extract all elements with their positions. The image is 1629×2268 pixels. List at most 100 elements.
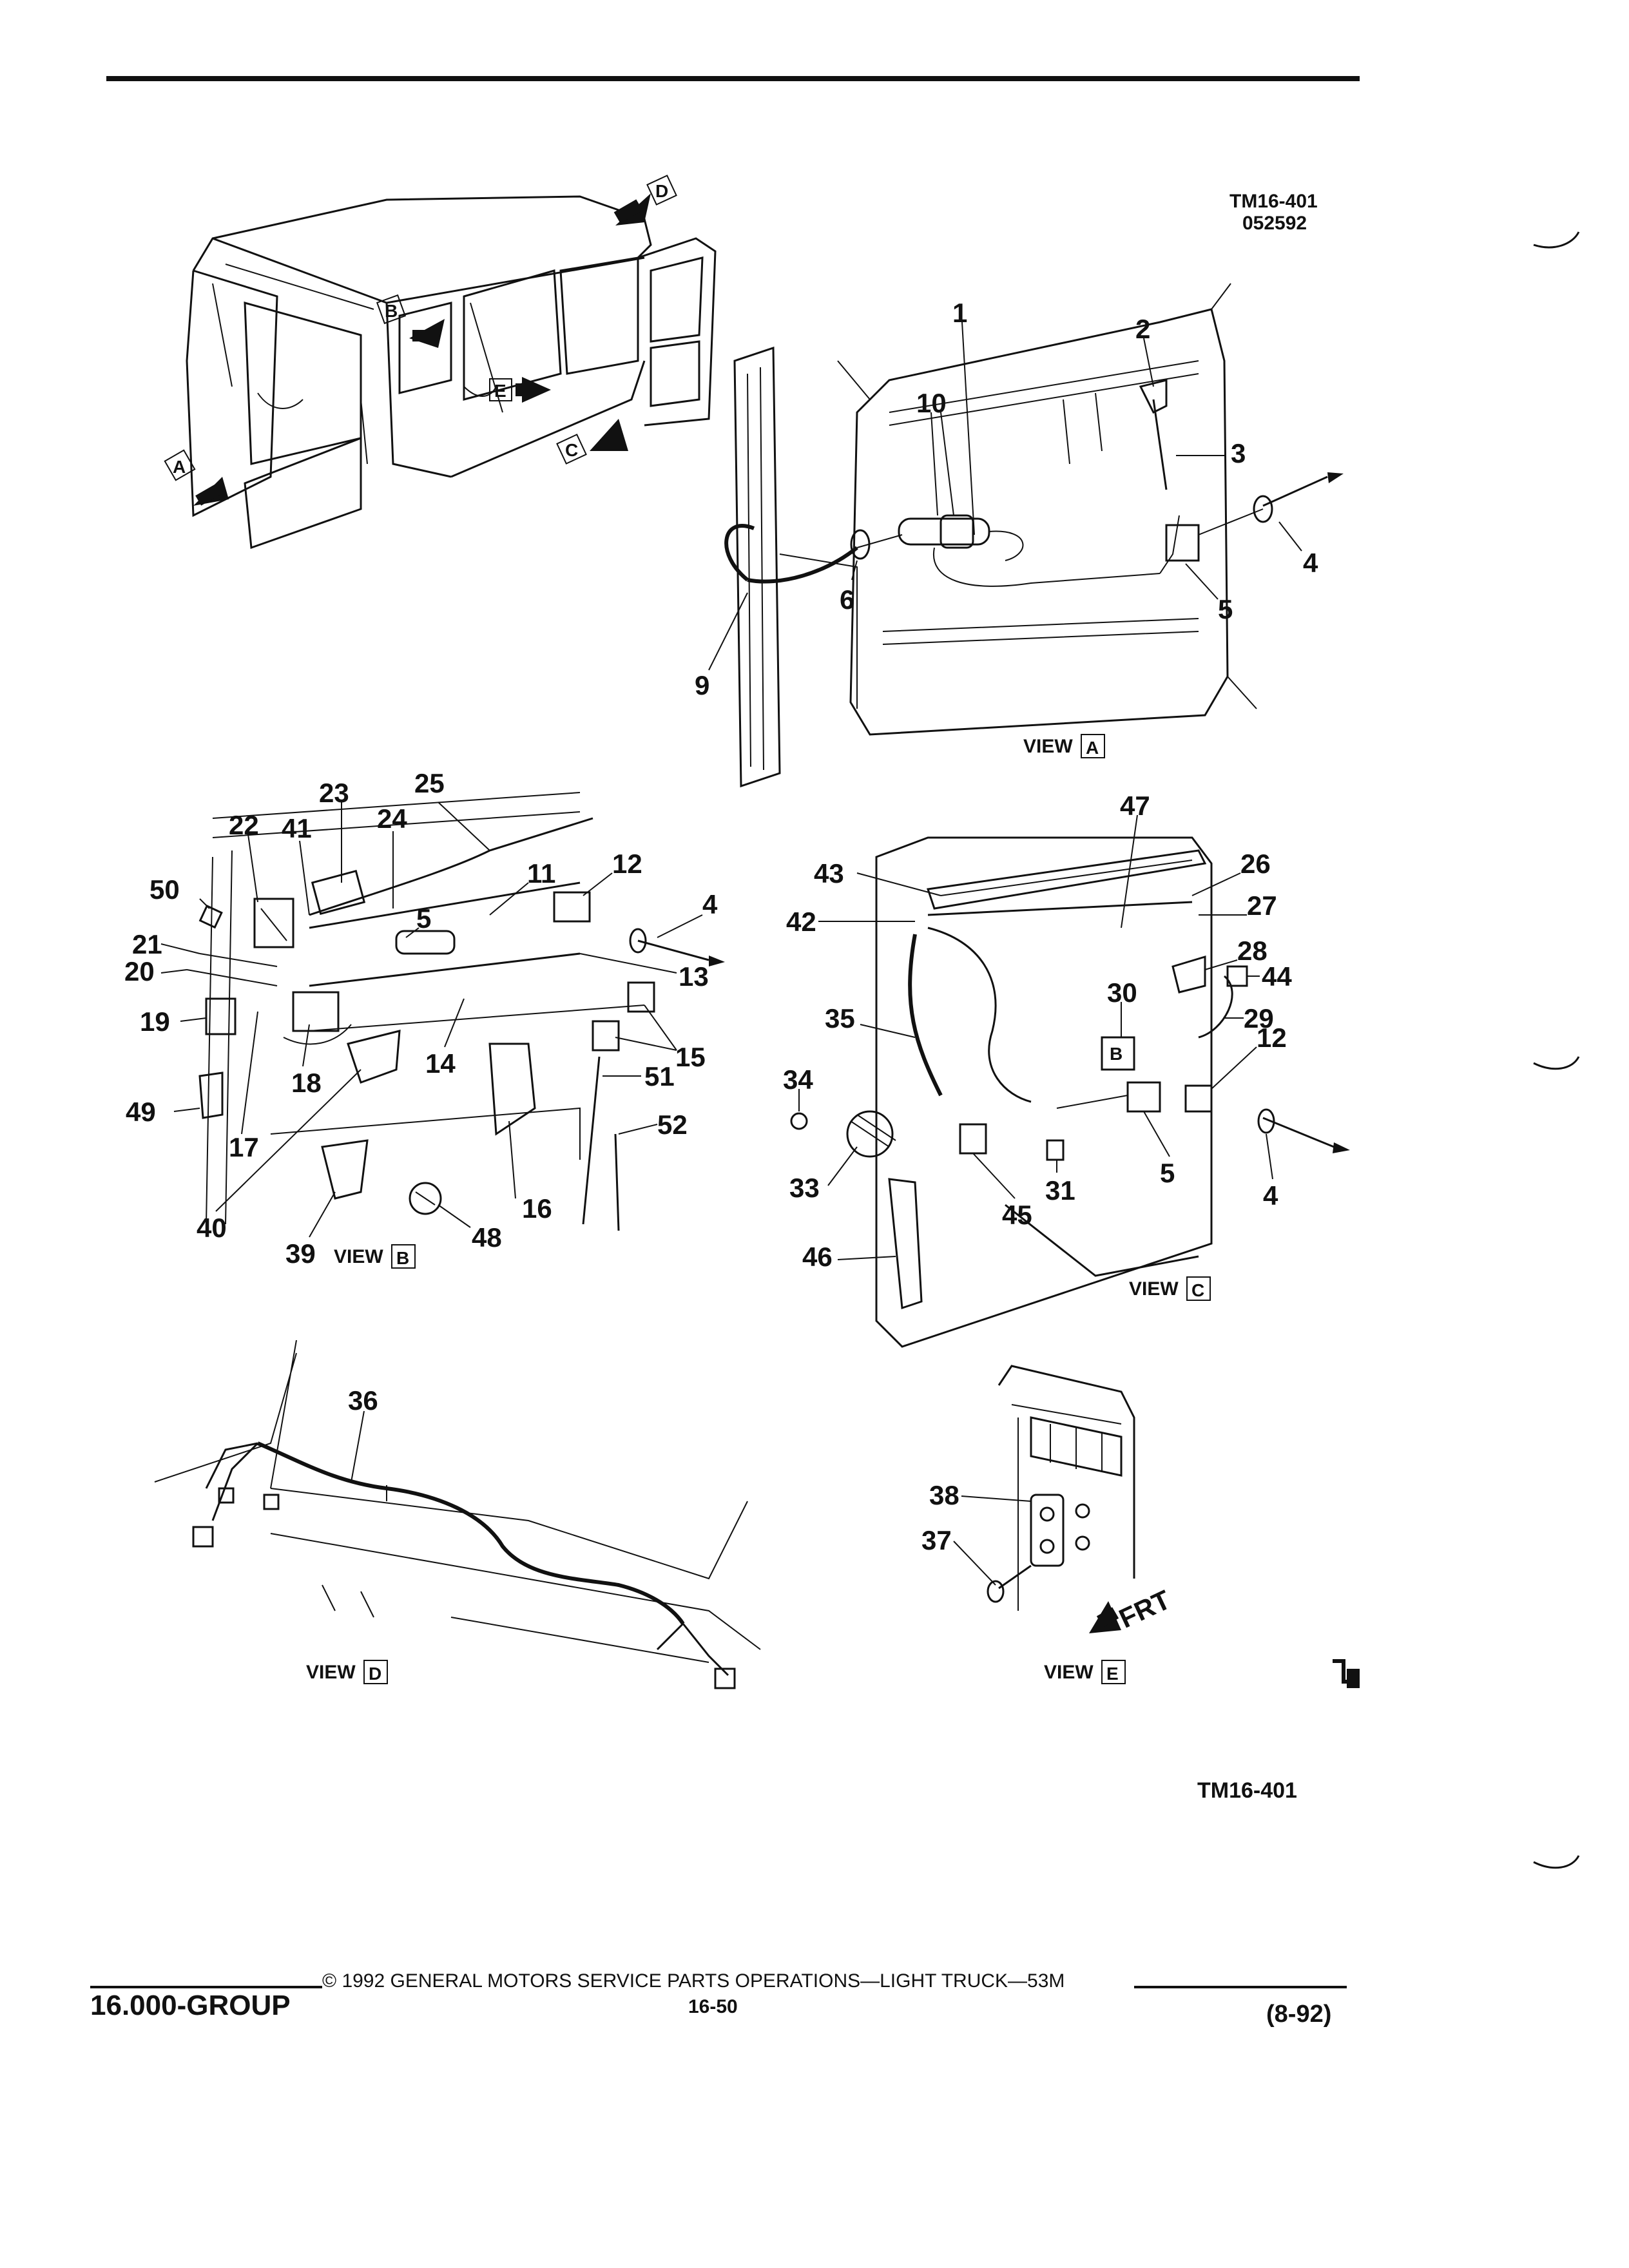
footer-group: 16.000-GROUP (90, 1990, 291, 2021)
callout-16: 16 (522, 1193, 552, 1224)
callout-6: 6 (840, 584, 854, 615)
view-marker-e: E (489, 377, 551, 403)
margin-marks (1533, 231, 1580, 1869)
callout-21: 21 (132, 929, 162, 959)
svg-text:E: E (494, 381, 506, 401)
footer-revision: (8-92) (1266, 2001, 1332, 2028)
callout-49: 49 (126, 1097, 156, 1127)
callout-14: 14 (425, 1048, 456, 1079)
callout-9: 9 (695, 670, 709, 700)
callout-26: 26 (1240, 849, 1271, 879)
view-d-leaders (351, 1410, 365, 1483)
drawing-number: TM16-401 (1229, 191, 1318, 212)
date-code: 052592 (1242, 213, 1307, 234)
view-marker-b: B (376, 294, 445, 348)
callout-27: 27 (1247, 890, 1277, 921)
svg-text:B: B (385, 301, 398, 321)
view-a-illustration (724, 283, 1344, 788)
footer-rule-right (1134, 1986, 1347, 1988)
view-marker-d: D (613, 175, 677, 226)
svg-text:VIEW: VIEW (306, 1662, 356, 1683)
callout-5: 5 (1218, 594, 1233, 624)
callout-38: 38 (929, 1480, 959, 1510)
svg-text:D: D (655, 181, 668, 201)
callout-1: 1 (952, 298, 967, 328)
view-e-label: VIEW E (1044, 1660, 1126, 1684)
view-d-illustration (154, 1340, 761, 1689)
callout-35: 35 (825, 1003, 855, 1033)
callout-13: 13 (679, 961, 709, 992)
view-a-callouts: 1 2 10 3 4 5 6 9 (695, 298, 1318, 700)
view-c-leaders (798, 814, 1273, 1260)
svg-text:A: A (1086, 738, 1099, 758)
callout-50: 50 (149, 874, 180, 905)
callout-15: 15 (675, 1042, 706, 1072)
header-rule (106, 76, 1360, 81)
view-b-illustration (186, 792, 725, 1231)
view-e-leaders (953, 1495, 1032, 1586)
callout-36: 36 (348, 1385, 378, 1416)
callout-51: 51 (644, 1061, 675, 1091)
view-d-label: VIEW D (306, 1660, 388, 1684)
svg-text:B: B (1110, 1044, 1123, 1064)
callout-42: 42 (786, 907, 816, 937)
view-b-callouts: 23 25 22 41 24 11 12 50 5 4 21 20 13 14 … (124, 768, 718, 1269)
callout-19: 19 (140, 1006, 170, 1037)
callout-17: 17 (229, 1132, 259, 1162)
callout-48: 48 (472, 1222, 502, 1253)
callout-18: 18 (291, 1068, 322, 1098)
svg-text:D: D (369, 1664, 381, 1684)
callout-20: 20 (124, 956, 155, 986)
callout-45: 45 (1002, 1200, 1032, 1230)
callout-22: 22 (229, 810, 259, 840)
callout-29: 29 (1244, 1003, 1274, 1033)
view-e-illustration (987, 1365, 1135, 1633)
callout-5-c: 5 (1160, 1158, 1175, 1188)
view-a-leaders (708, 322, 1302, 671)
callout-37: 37 (921, 1525, 952, 1555)
view-d-callouts: 36 (348, 1385, 378, 1416)
view-e-callouts: 38 37 (921, 1480, 959, 1555)
footer-figure-number: TM16-401 (1197, 1778, 1297, 1803)
footer-copyright: © 1992 GENERAL MOTORS SERVICE PARTS OPER… (322, 1970, 1065, 1992)
callout-28: 28 (1237, 936, 1268, 966)
callout-12-c: 12 (1257, 1023, 1287, 1053)
callout-4: 4 (1303, 548, 1318, 578)
frt-direction-label: FRT (1114, 1584, 1175, 1634)
callout-25: 25 (414, 768, 445, 798)
footer-rule-left (90, 1986, 322, 1988)
svg-text:B: B (396, 1248, 409, 1268)
view-c-illustration: B (790, 836, 1350, 1348)
gm-logo-mark (1333, 1659, 1360, 1688)
callout-34: 34 (783, 1064, 813, 1095)
callout-52: 52 (657, 1110, 688, 1140)
svg-text:VIEW: VIEW (334, 1246, 383, 1267)
footer-page-number: 16-50 (688, 1996, 738, 2017)
callout-3: 3 (1231, 438, 1246, 468)
svg-text:C: C (1191, 1280, 1204, 1300)
svg-text:C: C (565, 440, 578, 460)
view-b-label: VIEW B (334, 1244, 416, 1269)
callout-4-b: 4 (702, 889, 718, 919)
callout-40: 40 (197, 1213, 227, 1243)
callout-10: 10 (916, 388, 947, 418)
callout-33: 33 (789, 1173, 820, 1203)
callout-30: 30 (1107, 977, 1137, 1008)
callout-41: 41 (282, 813, 312, 843)
svg-text:A: A (173, 457, 186, 477)
svg-text:VIEW: VIEW (1023, 736, 1073, 757)
van-overview (186, 195, 717, 550)
callout-47: 47 (1120, 791, 1150, 821)
callout-23: 23 (319, 778, 349, 808)
callout-31: 31 (1045, 1175, 1075, 1206)
view-marker-c: C (556, 419, 628, 465)
svg-text:VIEW: VIEW (1044, 1662, 1094, 1683)
callout-46: 46 (802, 1242, 833, 1272)
callout-24: 24 (377, 803, 407, 834)
svg-text:VIEW: VIEW (1129, 1278, 1179, 1300)
callout-2: 2 (1135, 314, 1150, 344)
callout-5-b: 5 (416, 903, 431, 934)
callout-11: 11 (527, 858, 555, 889)
callout-43: 43 (814, 858, 844, 889)
